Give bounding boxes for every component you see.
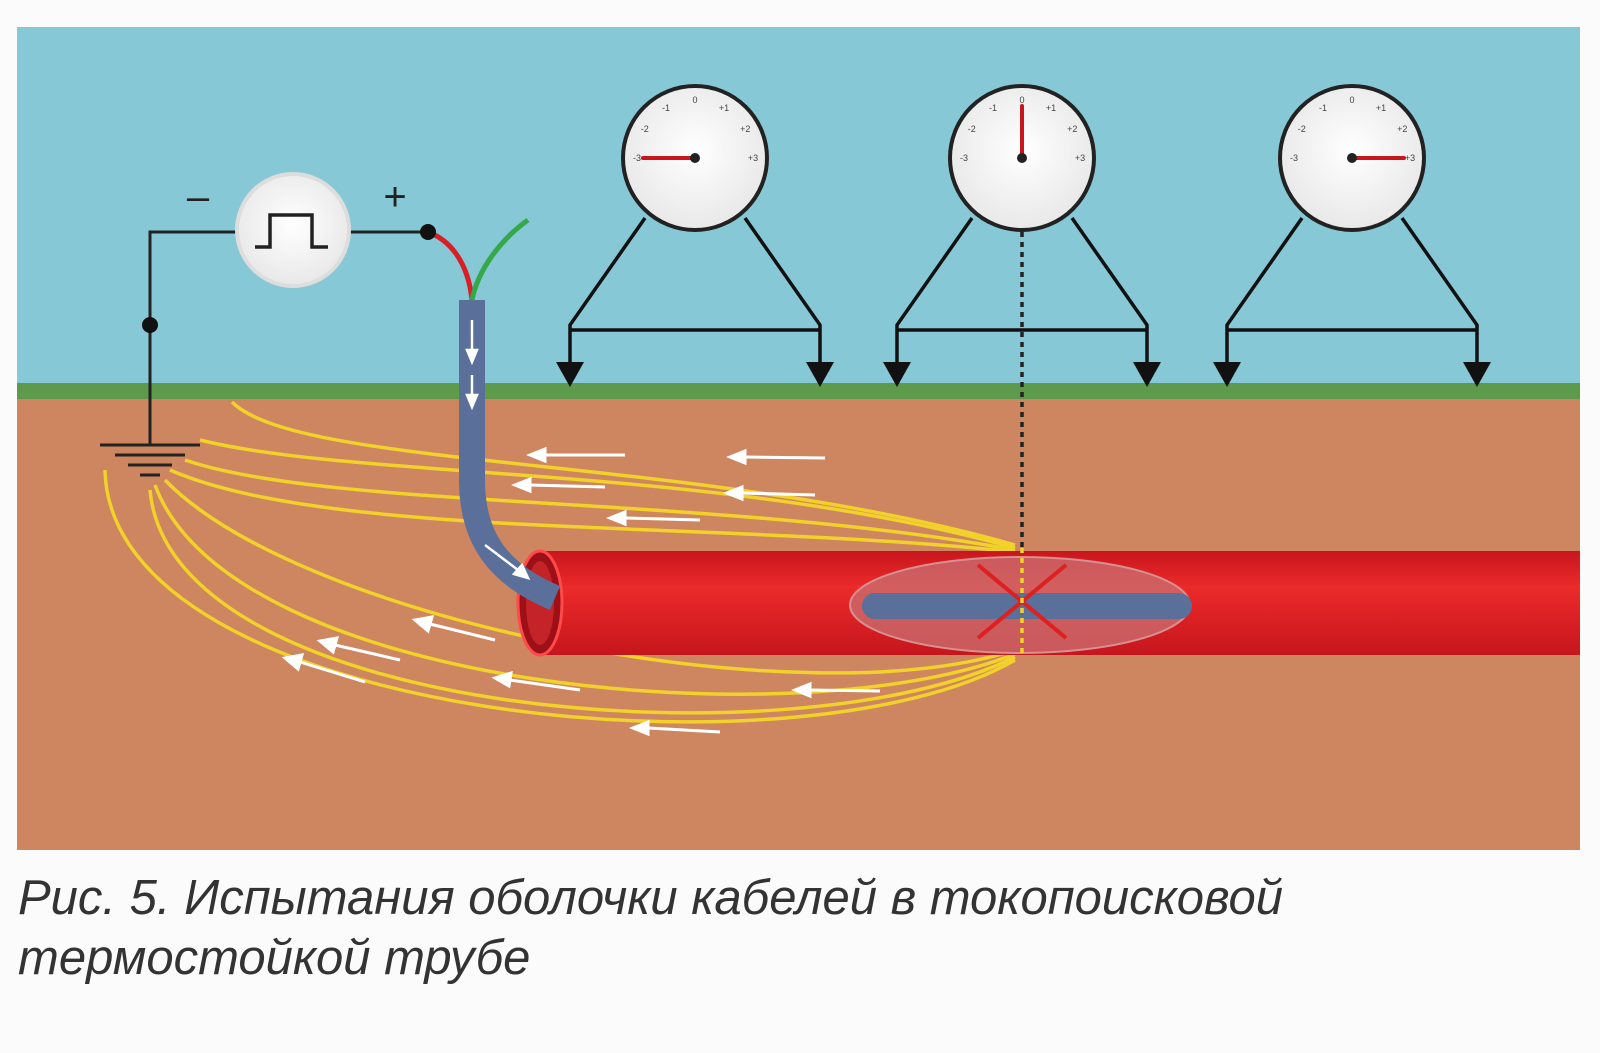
caption-line-1: Рис. 5. Испытания оболочки кабелей в ток…	[18, 871, 1284, 925]
junction-dot	[142, 317, 158, 333]
dial-tick-label: -1	[1319, 103, 1327, 113]
dial-tick-label: +3	[748, 153, 758, 163]
figure-caption: Рис. 5. Испытания оболочки кабелей в ток…	[18, 868, 1578, 988]
dial-tick-label: -3	[633, 153, 641, 163]
green-lead-wire	[469, 217, 530, 301]
probe-arrow-icon	[1133, 362, 1161, 387]
dial-tick-label: +2	[1067, 124, 1077, 134]
generator-circuit	[148, 230, 428, 445]
dial-tick-label: -1	[989, 103, 997, 113]
a-frame-meter-1: -3 -2 -1 0 +1 +2 +3	[556, 84, 834, 387]
probe-arrow-icon	[806, 362, 834, 387]
dial-tick-label: 0	[692, 95, 697, 105]
positive-terminal-label: +	[383, 175, 406, 219]
dial-tick-label: +3	[1405, 153, 1415, 163]
probe-arrow-icon	[1463, 362, 1491, 387]
current-direction-arrows	[281, 446, 881, 737]
dial-tick-label: 0	[1349, 95, 1354, 105]
probe-arrow-icon	[556, 362, 584, 387]
generator	[235, 172, 351, 288]
dial-tick-label: 0	[1019, 95, 1024, 105]
dial-tick-label: +2	[740, 124, 750, 134]
square-pulse-icon	[255, 213, 328, 249]
a-frame-legs	[895, 216, 1149, 365]
caption-line-2: термостойкой трубе	[18, 931, 531, 985]
probe-arrow-icon	[883, 362, 911, 387]
probe-arrow-icon	[1213, 362, 1241, 387]
dial-tick-label: -3	[1290, 153, 1298, 163]
dial-tick-label: -2	[1298, 124, 1306, 134]
dial-pivot	[1017, 153, 1027, 163]
a-frame-meter-3: -3 -2 -1 0 +1 +2 +3	[1213, 84, 1491, 387]
cable-current-arrows	[465, 320, 531, 580]
ground-icon	[100, 443, 200, 477]
a-frame-meters: -3 -2 -1 0 +1 +2 +3 -3 -2 -1 0 +1 +2 +3 -3 -2 -1 0 +1 +2 +3	[556, 84, 1491, 387]
dial-tick-label: -2	[968, 124, 976, 134]
dial-tick-label: +3	[1075, 153, 1085, 163]
dial-tick-label: +2	[1397, 124, 1407, 134]
dial-tick-label: +1	[719, 103, 729, 113]
ground-surface	[17, 383, 1580, 399]
a-frame-legs	[1225, 216, 1479, 365]
dial-pivot	[1347, 153, 1357, 163]
current-field-lines	[103, 400, 1016, 724]
a-frame-meter-2: -3 -2 -1 0 +1 +2 +3	[883, 84, 1161, 387]
a-frame-legs	[568, 216, 822, 365]
dial-tick-label: +1	[1046, 103, 1056, 113]
dial-pivot	[690, 153, 700, 163]
dial-tick-label: -1	[662, 103, 670, 113]
dial-tick-label: -3	[960, 153, 968, 163]
dial-tick-label: +1	[1376, 103, 1386, 113]
dial-tick-label: -2	[641, 124, 649, 134]
negative-terminal-label: –	[187, 175, 210, 219]
terminal-dot	[420, 224, 436, 240]
